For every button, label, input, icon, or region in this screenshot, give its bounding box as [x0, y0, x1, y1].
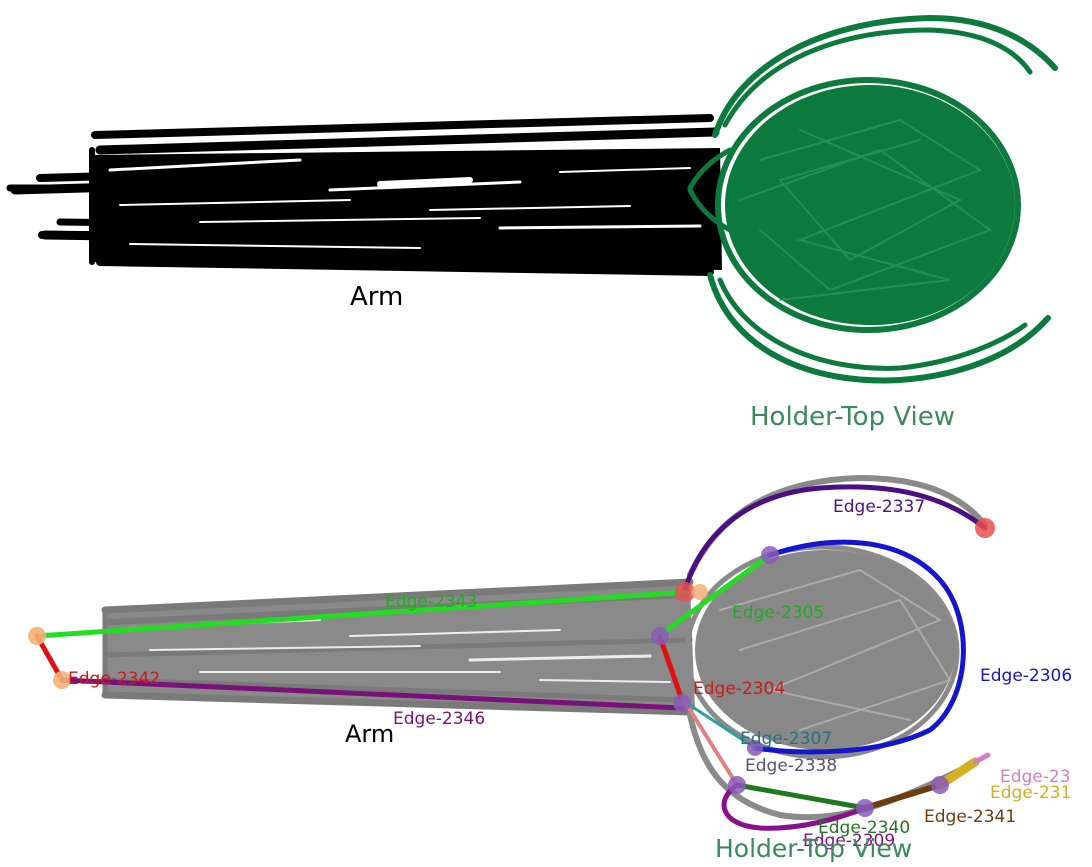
node-holder-top[interactable]: [761, 546, 779, 564]
edge-labels: Edge-2337 Edge-2343 Edge-2305 Edge-2306 …: [68, 497, 1072, 851]
node-holder-bottom[interactable]: [747, 740, 763, 756]
edge-231-label: Edge-231: [990, 783, 1071, 803]
edge-2346-label: Edge-2346: [393, 709, 485, 729]
edge-2304-line[interactable]: [657, 634, 685, 703]
top-holder-sketch: [687, 14, 1058, 384]
edge-2341-label: Edge-2341: [924, 807, 1016, 827]
edge-2309-line[interactable]: [721, 782, 868, 831]
edge-2305-line[interactable]: [657, 552, 773, 638]
node-claw-tip[interactable]: [975, 518, 995, 538]
node-joint-bottom[interactable]: [673, 694, 691, 712]
edge-2307-line[interactable]: [680, 698, 757, 750]
edge-2306-label: Edge-2306: [980, 666, 1072, 686]
node-tail-b[interactable]: [856, 799, 874, 817]
bottom-arm-sketch: [101, 578, 695, 716]
node-arm-left-top[interactable]: [28, 627, 46, 645]
bottom-holder-scribble: [719, 568, 952, 731]
edge-23-label: Edge-23: [1000, 767, 1071, 787]
node-joint-top-2[interactable]: [692, 584, 708, 600]
node-tail-a[interactable]: [728, 776, 746, 794]
node-joint-top[interactable]: [675, 582, 695, 602]
edge-2337-line[interactable]: [682, 484, 988, 593]
edge-2346-line[interactable]: [59, 677, 685, 711]
top-arm-sketch: [6, 114, 722, 276]
edge-2341-line[interactable]: [862, 782, 943, 811]
graph-edges: [34, 484, 991, 831]
top-holder-scribble: [739, 118, 993, 301]
edge-2304-label: Edge-2304: [693, 679, 785, 699]
edge-23-line[interactable]: [972, 752, 991, 765]
edge-2306-line[interactable]: [752, 539, 966, 755]
node-tail-c[interactable]: [931, 776, 949, 794]
edge-2343-label: Edge-2343: [385, 592, 477, 612]
edge-2338-label: Edge-2338: [745, 756, 837, 776]
graph-nodes: [28, 518, 995, 817]
bottom-holder-label: Holder-Top View: [715, 834, 912, 863]
edge-2340-label: Edge-2340: [818, 818, 910, 838]
top-arm-label: Arm: [350, 282, 403, 312]
edge-2337-label: Edge-2337: [833, 497, 925, 517]
bottom-arm-label: Arm: [345, 720, 394, 748]
edge-2305-label: Edge-2305: [732, 603, 824, 623]
top-holder-label: Holder-Top View: [750, 402, 955, 432]
edge-2307-label: Edge-2307: [740, 729, 832, 749]
edge-2309-label: Edge-2309: [803, 831, 895, 851]
edge-2343-line[interactable]: [34, 589, 691, 639]
edge-2338-line[interactable]: [683, 700, 739, 787]
edge-2342-label: Edge-2342: [68, 669, 160, 689]
node-joint-mid[interactable]: [651, 627, 669, 645]
top-arm-highlights: [108, 158, 702, 249]
node-arm-left-bottom[interactable]: [53, 671, 71, 689]
edge-2340-line[interactable]: [734, 782, 868, 811]
